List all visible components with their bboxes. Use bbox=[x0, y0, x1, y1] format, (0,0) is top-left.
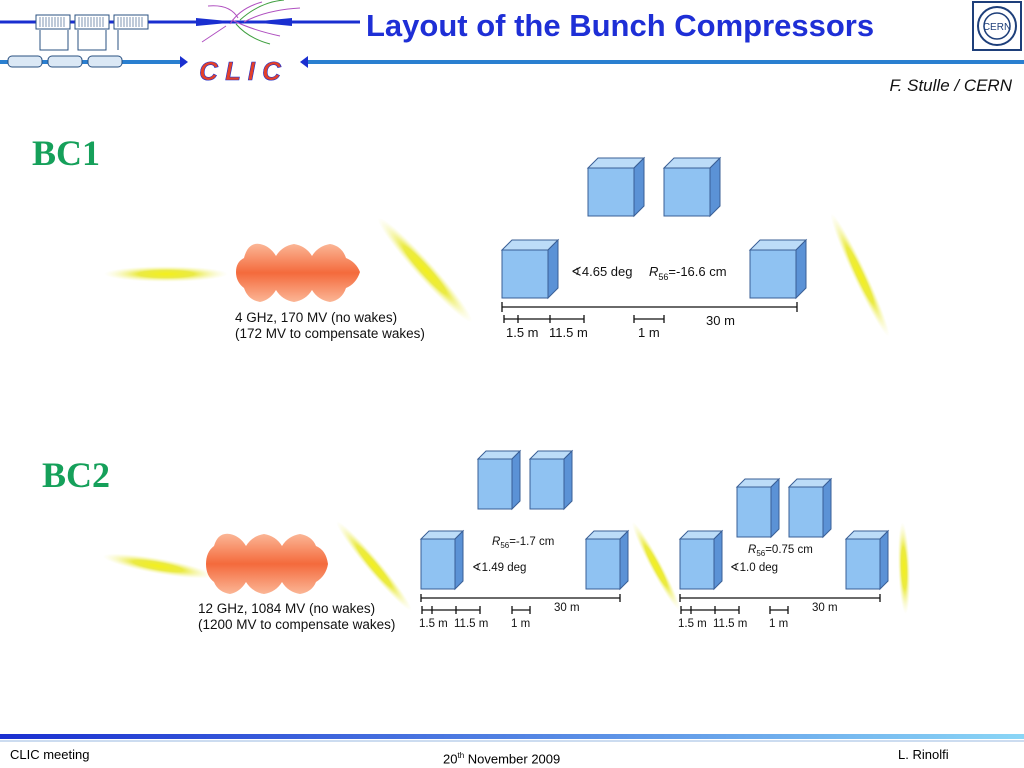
bc2-rf-line1: 12 GHz, 1084 MV (no wakes) bbox=[198, 601, 376, 616]
bc2-c2-r56-label: R56=0.75 cm bbox=[748, 544, 813, 558]
rf-cavity-bc1 bbox=[236, 243, 360, 302]
dipole-magnet bbox=[529, 450, 573, 510]
cern-logo: CERN bbox=[972, 1, 1022, 51]
bc1-angle-label: ∢4.65 deg bbox=[571, 264, 633, 279]
bc2-c2-angle-label: ∢1.0 deg bbox=[730, 562, 778, 574]
bc2-c1-dim-1: 1.5 m bbox=[419, 618, 448, 630]
bc2-c1-dim-total: 30 m bbox=[554, 602, 580, 614]
bc2-c2-dim-total: 30 m bbox=[812, 602, 838, 614]
bunch-initial bbox=[104, 266, 228, 282]
page-title: Layout of the Bunch Compressors bbox=[366, 8, 875, 43]
cern-logo-text: CERN bbox=[983, 22, 1011, 33]
bc1-label: BC1 bbox=[32, 133, 101, 173]
bunch-chirped bbox=[377, 217, 473, 323]
dipole-magnet bbox=[788, 478, 832, 538]
author-credit: F. Stulle / CERN bbox=[889, 76, 1012, 95]
dipole-magnet bbox=[585, 530, 629, 590]
dimension-line bbox=[679, 594, 881, 614]
bc2-diagram bbox=[102, 450, 911, 614]
bc2-label: BC2 bbox=[42, 455, 111, 495]
bunch-compressed bbox=[897, 522, 911, 614]
bunch-chirped bbox=[336, 521, 412, 611]
bc2-c1-r56-label: R56=-1.7 cm bbox=[492, 536, 554, 550]
dipole-magnet bbox=[477, 450, 521, 510]
bc1-r56-label: R56=-16.6 cm bbox=[649, 264, 727, 282]
bc1-rf-line2: (172 MV to compensate wakes) bbox=[235, 326, 425, 341]
footer-date: 20th November 2009 bbox=[443, 751, 561, 767]
dipole-magnet bbox=[845, 530, 889, 590]
dipole-magnet bbox=[736, 478, 780, 538]
dimension-line bbox=[501, 302, 798, 323]
bc1-dim-1: 1.5 m bbox=[506, 325, 539, 340]
bc2-c1-angle-label: ∢1.49 deg bbox=[472, 562, 526, 574]
bc2-c2-dim-1: 1.5 m bbox=[678, 618, 707, 630]
bc2-rf-line2: (1200 MV to compensate wakes) bbox=[198, 617, 396, 632]
bc1-rf-caption: 4 GHz, 170 MV (no wakes) (172 MV to comp… bbox=[235, 310, 425, 342]
bc1-rf-line1: 4 GHz, 170 MV (no wakes) bbox=[235, 310, 398, 325]
bc2-rf-caption: 12 GHz, 1084 MV (no wakes) (1200 MV to c… bbox=[198, 601, 395, 633]
bc2-c2-dim-2: 11.5 m bbox=[713, 618, 747, 630]
clic-logo-graphic bbox=[0, 0, 1024, 68]
footer-bar bbox=[0, 734, 1024, 742]
dipole-magnet bbox=[501, 239, 559, 299]
dipole-magnet bbox=[663, 157, 721, 217]
bc2-c1-dim-2: 11.5 m bbox=[454, 618, 488, 630]
bc1-dim-2: 11.5 m bbox=[549, 325, 588, 340]
bc1-diagram bbox=[104, 157, 890, 337]
footer-meeting: CLIC meeting bbox=[10, 747, 90, 762]
bc2-c1-dim-3: 1 m bbox=[511, 618, 530, 630]
bunch-initial bbox=[102, 553, 214, 579]
bunch-intermediate bbox=[631, 521, 681, 611]
bunch-compressed bbox=[830, 213, 890, 337]
rf-cavity-bc2 bbox=[206, 533, 328, 594]
footer-presenter: L. Rinolfi bbox=[898, 747, 949, 762]
dipole-magnet bbox=[587, 157, 645, 217]
bc1-dim-3: 1 m bbox=[638, 325, 660, 340]
bc1-dim-total: 30 m bbox=[706, 313, 735, 328]
dipole-magnet bbox=[420, 530, 464, 590]
bc2-c2-dim-3: 1 m bbox=[769, 618, 788, 630]
clic-logo-text: C L I C bbox=[199, 56, 282, 86]
dipole-magnet bbox=[749, 239, 807, 299]
dipole-magnet bbox=[679, 530, 723, 590]
dimension-line bbox=[420, 594, 621, 614]
